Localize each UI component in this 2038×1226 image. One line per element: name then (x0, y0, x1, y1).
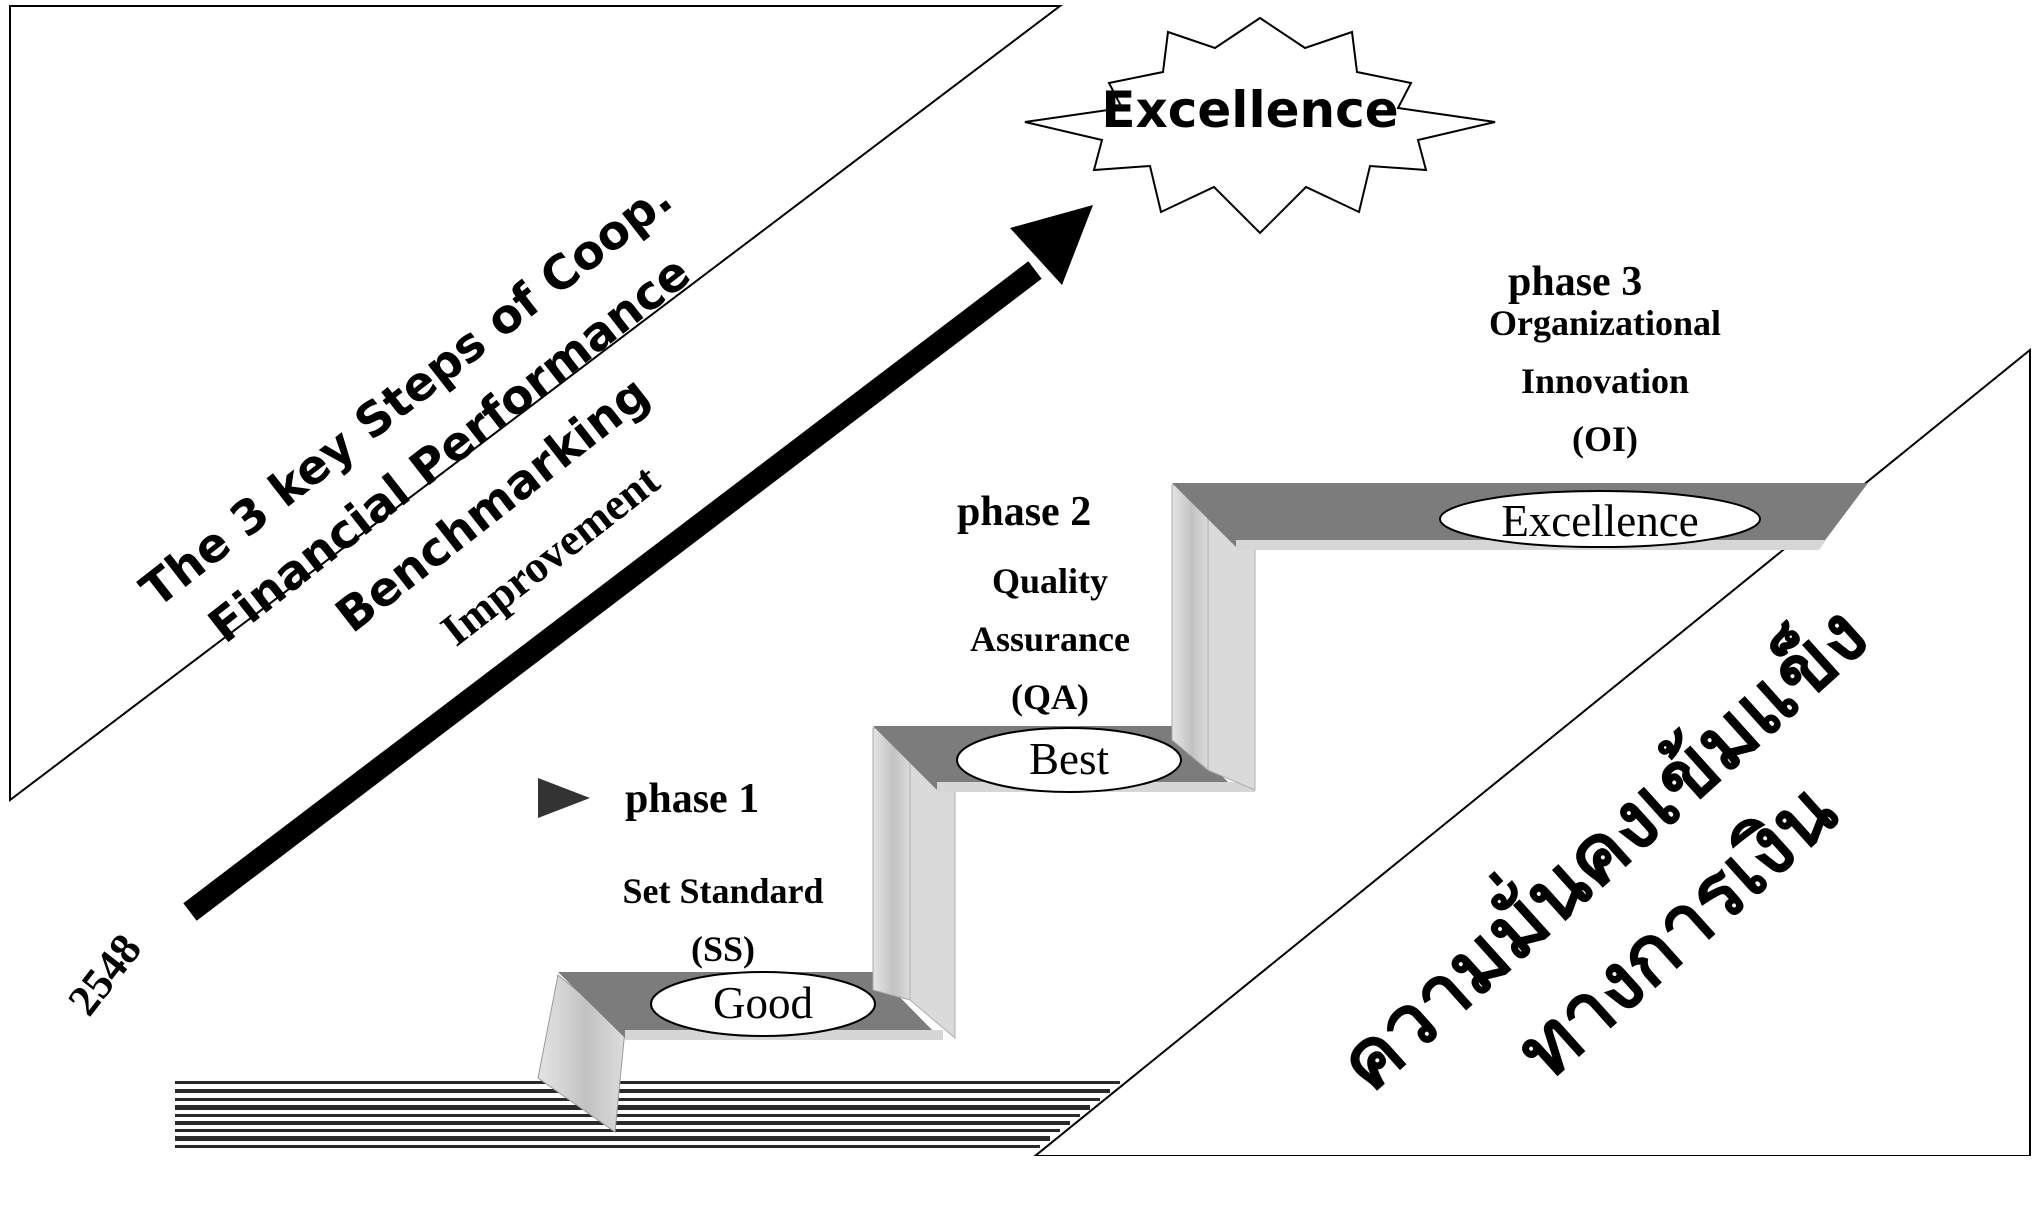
title-banner-frame (9, 5, 1063, 803)
phase-3-abbr: (OI) (1572, 419, 1638, 459)
phase-3-name-line-2: Innovation (1520, 361, 1690, 401)
diagram-graphics (9, 5, 2031, 1157)
phase-3-level: Excellence (1501, 496, 1699, 546)
riser-2-side (909, 749, 956, 1040)
phase-1-abbr: (SS) (690, 929, 756, 969)
improvement-arrow-head (1010, 205, 1093, 285)
phase-2-name-line-2: Assurance (970, 619, 1130, 659)
phase-2-heading: phase 2 (957, 489, 1092, 535)
phase-3-heading: phase 3 (1508, 259, 1643, 305)
phase-2-abbr: (QA) (1011, 677, 1089, 717)
oval-excellence (1439, 490, 1761, 548)
riser-2 (872, 727, 911, 1001)
improvement-arrow-shaft (183, 261, 1042, 921)
excellence-starburst (1024, 16, 1496, 235)
oval-best (956, 727, 1182, 793)
phase-2-level: Best (1028, 734, 1109, 784)
phase-1-heading: phase 1 (625, 776, 760, 822)
phase-2-name-line-1: Quality (991, 561, 1108, 601)
riser-3-side (1207, 509, 1256, 791)
phase-3-name-line-1: Organizational (1489, 303, 1721, 343)
oval-good (650, 971, 876, 1037)
phase-1-name: Set Standard (622, 871, 824, 911)
pointer-triangle-icon (538, 778, 590, 818)
goal-label: Excellence (1101, 81, 1399, 139)
phase-1-level: Good (713, 978, 813, 1028)
benchmarking-diagram: The 3 key Steps of Coop. Financial Perfo… (9, 5, 2031, 1157)
base-lines (175, 1081, 1120, 1148)
